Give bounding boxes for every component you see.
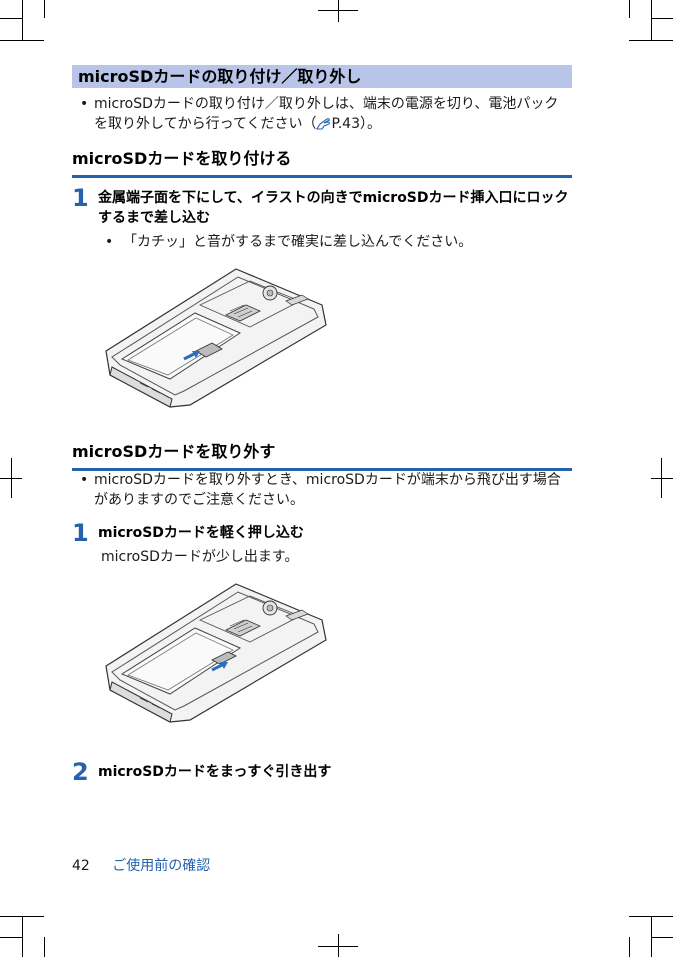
step-number: 1 xyxy=(72,519,89,547)
page-footer: 42 ご使用前の確認 xyxy=(72,855,210,875)
remove-step-1: 1 microSDカードを軽く押し込む xyxy=(72,519,572,547)
section-title: microSDカードの取り付け／取り外し xyxy=(72,65,572,88)
attach-step-1: 1 金属端子面を下にして、イラストの向きでmicroSDカード挿入口にロックする… xyxy=(72,184,572,228)
step-text: microSDカードをまっすぐ引き出す xyxy=(98,764,332,780)
bullet-dot: • xyxy=(80,96,89,112)
attach-bullet-text: 「カチッ」と音がするまで確実に差し込んでください。 xyxy=(123,234,473,250)
page-number: 42 xyxy=(72,858,90,874)
step-number: 2 xyxy=(72,758,89,786)
phone-remove-illustration xyxy=(105,583,327,723)
bullet-dot: • xyxy=(105,234,114,250)
footer-section-name: ご使用前の確認 xyxy=(112,858,211,874)
page-reference-link[interactable]: P.43 xyxy=(331,116,360,132)
step-text: 金属端子面を下にして、イラストの向きでmicroSDカード挿入口にロックするまで… xyxy=(98,190,569,226)
remove-bullet-text: microSDカードを取り外すとき、microSDカードが端末から飛び出す場合が… xyxy=(94,472,561,508)
bullet-dot: • xyxy=(80,472,89,488)
remove-bullet: • microSDカードを取り外すとき、microSDカードが端末から飛び出す場… xyxy=(80,470,572,510)
step-text: microSDカードを軽く押し込む xyxy=(98,525,304,541)
remove-step-1-note: microSDカードが少し出ます。 xyxy=(101,549,299,565)
remove-step-2: 2 microSDカードをまっすぐ引き出す xyxy=(72,758,572,786)
remove-heading: microSDカードを取り外す xyxy=(72,438,572,471)
hand-pointer-icon xyxy=(316,118,331,130)
step-number: 1 xyxy=(72,184,89,212)
intro-bullet: • microSDカードの取り付け／取り外しは、端末の電源を切り、電池パックを取… xyxy=(80,94,572,134)
phone-insert-illustration xyxy=(105,268,327,408)
intro-text-end: ）。 xyxy=(360,116,381,132)
attach-heading: microSDカードを取り付ける xyxy=(72,145,572,178)
attach-bullet: • 「カチッ」と音がするまで確実に差し込んでください。 xyxy=(105,232,565,252)
intro-text: microSDカードの取り付け／取り外しは、端末の電源を切り、電池パックを取り外… xyxy=(94,96,559,132)
